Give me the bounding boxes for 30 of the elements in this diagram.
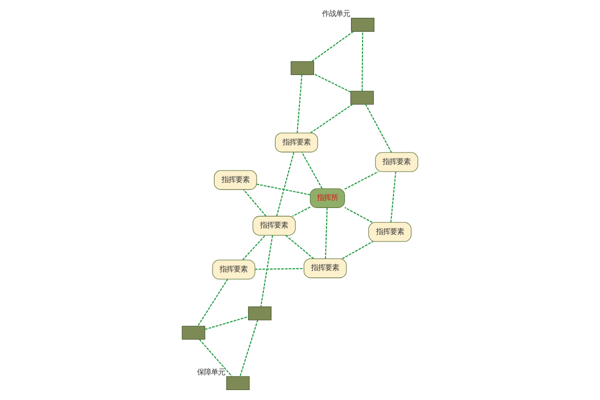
connector <box>365 104 392 153</box>
connector <box>240 320 258 377</box>
connector <box>285 234 314 260</box>
node-box <box>290 61 314 76</box>
node-box <box>351 18 374 32</box>
connector <box>204 316 249 330</box>
node-box <box>248 306 272 320</box>
connector <box>342 241 374 260</box>
connector <box>314 73 351 93</box>
connector <box>296 74 302 133</box>
connector <box>301 152 322 189</box>
node-box <box>226 376 250 390</box>
connector <box>362 32 364 92</box>
connector <box>390 172 396 222</box>
connector <box>255 268 304 270</box>
connector <box>199 339 232 377</box>
node-box <box>182 326 206 340</box>
connector <box>311 31 354 62</box>
connector <box>242 234 266 260</box>
connector <box>324 208 328 259</box>
connector <box>276 152 294 216</box>
connector <box>243 189 266 216</box>
connector <box>310 104 353 134</box>
connector <box>256 184 310 196</box>
node-box <box>350 90 374 105</box>
connector <box>344 171 378 190</box>
connector <box>292 206 310 217</box>
connector <box>344 207 372 223</box>
connector <box>197 278 228 326</box>
connector <box>260 235 274 307</box>
